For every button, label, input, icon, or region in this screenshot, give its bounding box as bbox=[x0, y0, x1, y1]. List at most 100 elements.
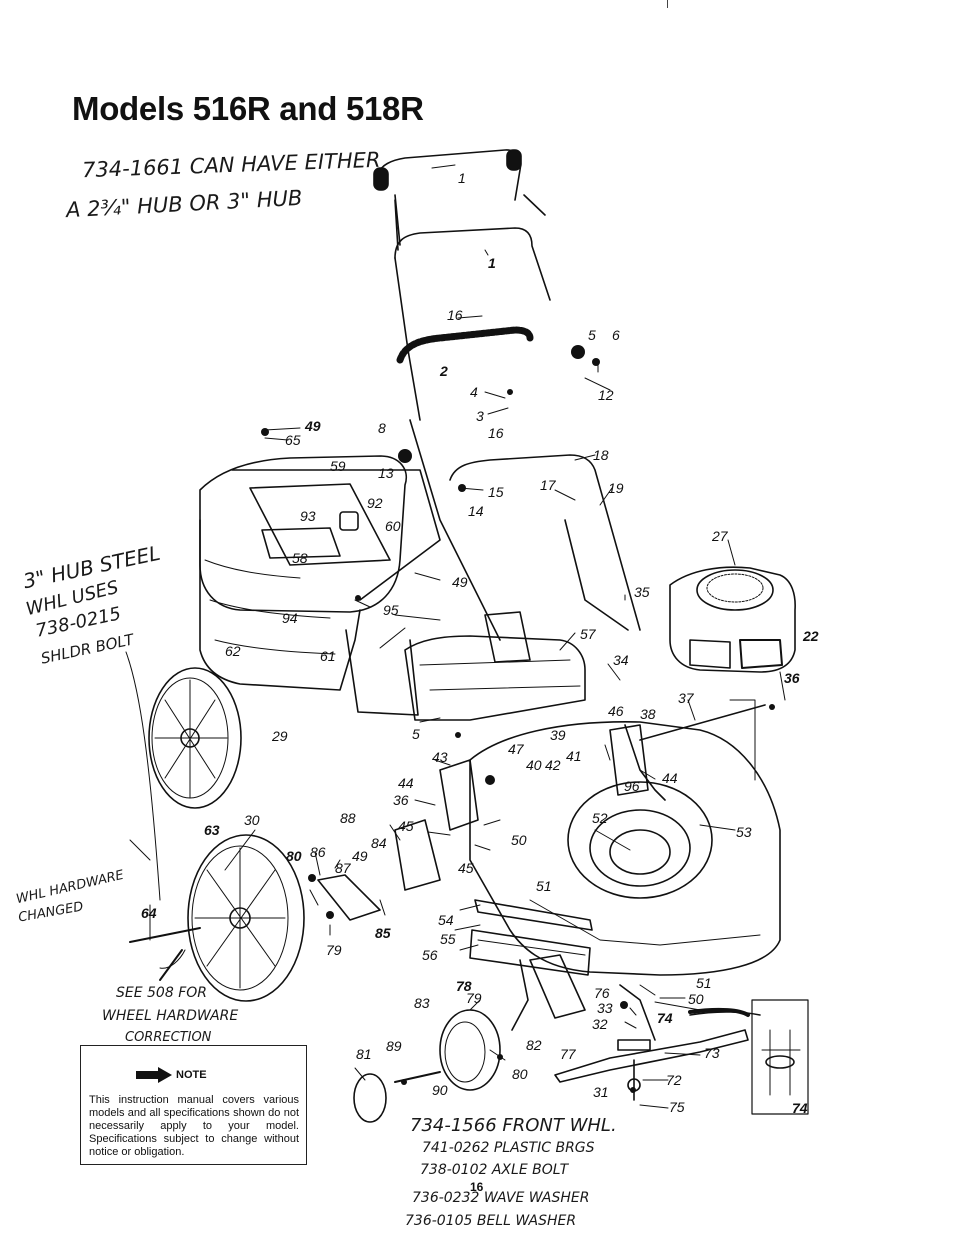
callout-88: 88 bbox=[340, 810, 356, 826]
callout-64: 64 bbox=[141, 905, 157, 921]
callout-3: 3 bbox=[476, 408, 484, 424]
callout-44: 44 bbox=[662, 770, 678, 786]
note-text: This instruction manual covers various m… bbox=[89, 1094, 299, 1158]
callout-60: 60 bbox=[385, 518, 401, 534]
callout-75: 75 bbox=[669, 1099, 685, 1115]
callout-43: 43 bbox=[432, 749, 448, 765]
callout-13: 13 bbox=[378, 465, 394, 481]
callout-53: 53 bbox=[736, 824, 752, 840]
handwritten-see-note-line3: CORRECTION bbox=[125, 1030, 212, 1045]
callout-84: 84 bbox=[371, 835, 387, 851]
rear-deck bbox=[404, 635, 586, 721]
note-heading: NOTE bbox=[136, 1067, 207, 1083]
callout-81: 81 bbox=[356, 1046, 372, 1062]
callout-42: 42 bbox=[545, 757, 561, 773]
rear-wheel-lower bbox=[187, 834, 305, 1002]
callout-82: 82 bbox=[526, 1037, 542, 1053]
page-title: Models 516R and 518R bbox=[72, 90, 424, 127]
handwritten-see-note-line1: SEE 508 FOR bbox=[116, 985, 207, 1001]
callout-90: 90 bbox=[432, 1082, 448, 1098]
arrow-right-icon bbox=[136, 1067, 172, 1083]
callout-59: 59 bbox=[330, 458, 346, 474]
callout-55: 55 bbox=[440, 931, 456, 947]
engine bbox=[669, 566, 796, 673]
handwritten-part-line1: 734-1566 FRONT WHL. bbox=[410, 1115, 617, 1136]
rear-wheel-upper bbox=[148, 667, 242, 809]
callout-45: 45 bbox=[458, 860, 474, 876]
callout-14: 14 bbox=[468, 503, 484, 519]
callout-47: 47 bbox=[508, 741, 524, 757]
callout-34: 34 bbox=[613, 652, 629, 668]
callout-2: 2 bbox=[440, 363, 448, 379]
callout-80: 80 bbox=[512, 1066, 528, 1082]
upper-handle bbox=[377, 149, 522, 201]
handwritten-part-line4: 736-0232 WAVE WASHER bbox=[412, 1190, 590, 1206]
callout-18: 18 bbox=[593, 447, 609, 463]
callout-58: 58 bbox=[292, 550, 308, 566]
callout-78: 78 bbox=[456, 978, 472, 994]
callout-15: 15 bbox=[488, 484, 504, 500]
callout-50: 50 bbox=[511, 832, 527, 848]
callout-1: 1 bbox=[488, 255, 496, 271]
callout-17: 17 bbox=[540, 477, 556, 493]
callout-29: 29 bbox=[272, 728, 288, 744]
callout-87: 87 bbox=[335, 860, 351, 876]
callout-80: 80 bbox=[286, 848, 302, 864]
callout-39: 39 bbox=[550, 727, 566, 743]
callout-30: 30 bbox=[244, 812, 260, 828]
callout-32: 32 bbox=[592, 1016, 608, 1032]
callout-74: 74 bbox=[657, 1010, 673, 1026]
page-edge-mark bbox=[667, 0, 668, 8]
callout-16: 16 bbox=[447, 307, 463, 323]
callout-51: 51 bbox=[536, 878, 552, 894]
callout-57: 57 bbox=[580, 626, 596, 642]
lower-handle bbox=[449, 454, 641, 631]
callout-73: 73 bbox=[704, 1045, 720, 1061]
callout-50: 50 bbox=[688, 991, 704, 1007]
callout-49: 49 bbox=[352, 848, 368, 864]
handwritten-part-line3: 738-0102 AXLE BOLT bbox=[420, 1162, 569, 1178]
callout-44: 44 bbox=[398, 775, 414, 791]
grass-bag-frame bbox=[199, 455, 407, 613]
page-number: 16 bbox=[470, 1180, 484, 1194]
callout-63: 63 bbox=[204, 822, 220, 838]
callout-33: 33 bbox=[597, 1000, 613, 1016]
callout-83: 83 bbox=[414, 995, 430, 1011]
callout-54: 54 bbox=[438, 912, 454, 928]
grass-bag bbox=[199, 519, 361, 691]
callout-5: 5 bbox=[412, 726, 420, 742]
callout-49: 49 bbox=[305, 418, 321, 434]
note-heading-label: NOTE bbox=[176, 1069, 207, 1081]
callout-37: 37 bbox=[678, 690, 694, 706]
handwritten-part-line2: 741-0262 PLASTIC BRGS bbox=[422, 1140, 595, 1156]
callout-1: 1 bbox=[458, 170, 466, 186]
callout-27: 27 bbox=[712, 528, 728, 544]
callout-12: 12 bbox=[598, 387, 614, 403]
callout-6: 6 bbox=[612, 327, 620, 343]
callout-35: 35 bbox=[634, 584, 650, 600]
callout-40: 40 bbox=[526, 757, 542, 773]
callout-86: 86 bbox=[310, 844, 326, 860]
callout-92: 92 bbox=[367, 495, 383, 511]
callout-36: 36 bbox=[393, 792, 409, 808]
callout-93: 93 bbox=[300, 508, 316, 524]
callout-95: 95 bbox=[383, 602, 399, 618]
callout-96: 96 bbox=[624, 778, 640, 794]
callout-77: 77 bbox=[560, 1046, 576, 1062]
hub-cap bbox=[353, 1073, 387, 1123]
callout-52: 52 bbox=[592, 810, 608, 826]
callout-41: 41 bbox=[566, 748, 582, 764]
callout-38: 38 bbox=[640, 706, 656, 722]
callout-49: 49 bbox=[452, 574, 468, 590]
callout-65: 65 bbox=[285, 432, 301, 448]
callout-51: 51 bbox=[696, 975, 712, 991]
callout-61: 61 bbox=[320, 648, 336, 664]
callout-85: 85 bbox=[375, 925, 391, 941]
callout-19: 19 bbox=[608, 480, 624, 496]
callout-16: 16 bbox=[488, 425, 504, 441]
callout-79: 79 bbox=[326, 942, 342, 958]
callout-89: 89 bbox=[386, 1038, 402, 1054]
callout-4: 4 bbox=[470, 384, 478, 400]
middle-handle bbox=[394, 227, 551, 301]
